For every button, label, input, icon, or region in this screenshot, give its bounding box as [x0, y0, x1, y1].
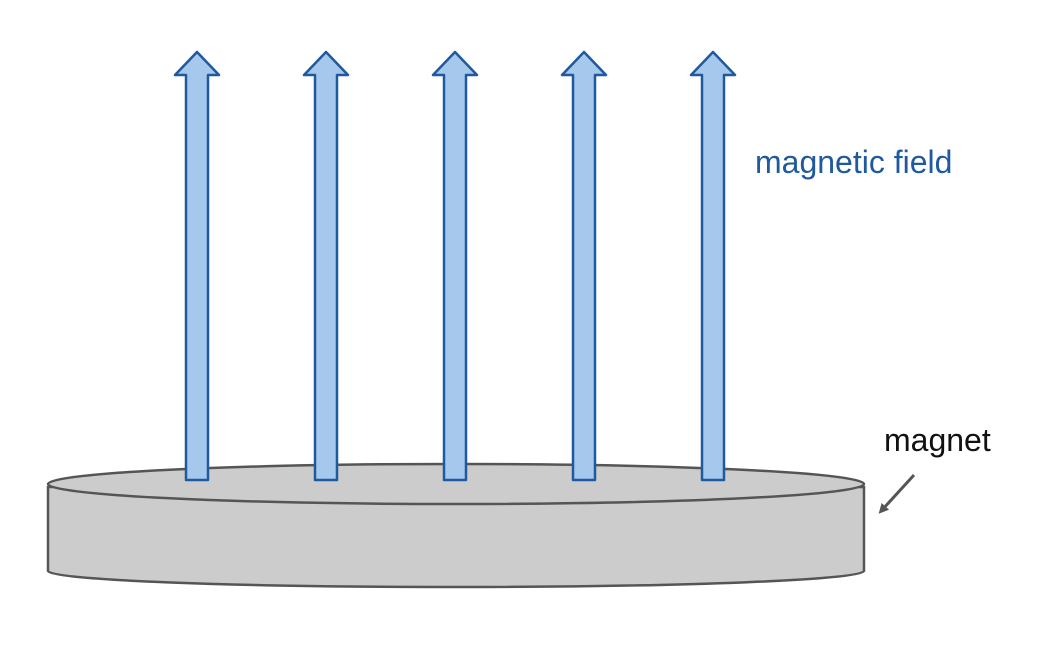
field-arrow — [431, 50, 479, 482]
field-arrow — [689, 50, 737, 482]
field-arrow — [173, 50, 221, 482]
magnet-label: magnet — [884, 422, 991, 458]
field-arrow — [560, 50, 608, 482]
magnetic-field-label: magnetic field — [755, 144, 953, 180]
magnet — [46, 462, 866, 589]
field-arrow — [302, 50, 350, 482]
magnet-side — [46, 485, 866, 589]
magnet-pointer-arrow — [878, 473, 916, 514]
field-arrows — [173, 50, 737, 482]
